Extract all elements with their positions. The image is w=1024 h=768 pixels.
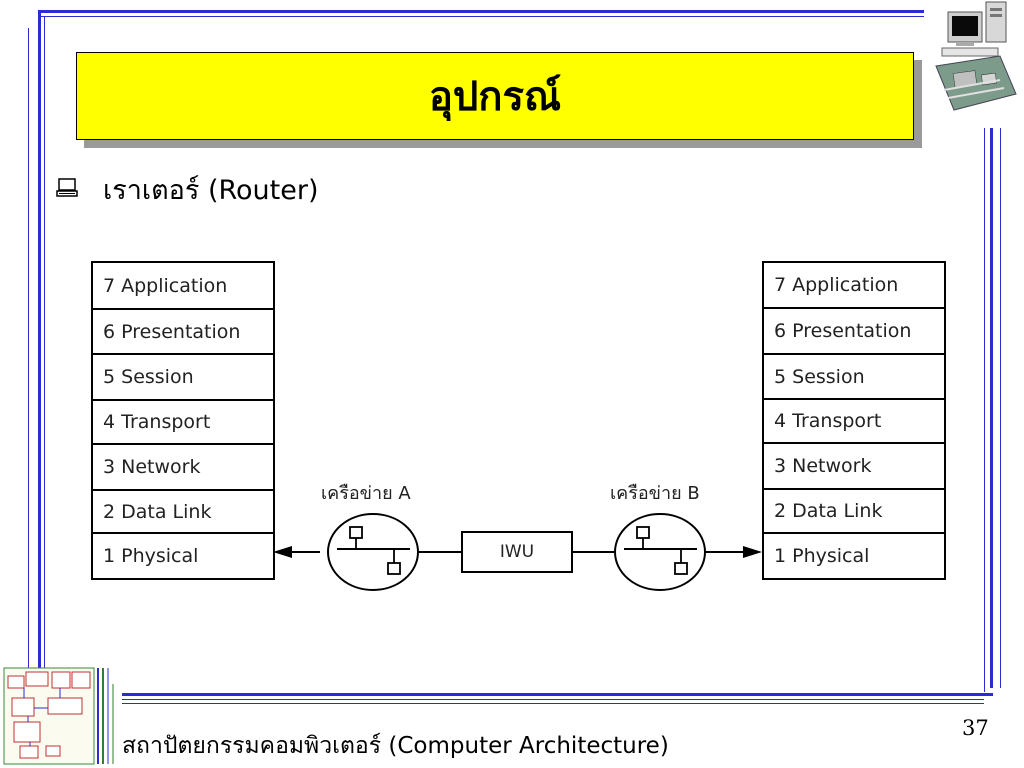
left-layer-3: 3 Network [93, 445, 273, 491]
left-layer-7: 7 Application [93, 263, 273, 310]
right-frame-line [990, 128, 993, 688]
left-frame-line-inner [44, 16, 45, 670]
bullet-router: เราเตอร์ (Router) [103, 175, 319, 206]
right-arrow-head [743, 546, 762, 558]
page-title: อุปกรณ์ [428, 74, 562, 120]
network-a-label: เครือข่าย A [321, 483, 411, 504]
left-frame-line [38, 10, 41, 670]
left-layer-1: 1 Physical [93, 534, 273, 580]
network-b-icon [614, 513, 706, 591]
bottom-frame-line-inner [122, 699, 984, 700]
right-layer-6: 6 Presentation [764, 309, 944, 355]
bottom-frame-line-low [122, 703, 984, 704]
right-layer-3: 3 Network [764, 444, 944, 490]
top-frame-line-inner [38, 16, 924, 17]
left-layer-6: 6 Presentation [93, 310, 273, 355]
network-b-label: เครือข่าย B [610, 483, 700, 504]
bottom-frame-line [122, 693, 993, 696]
left-arrow-head [273, 546, 292, 558]
right-layer-4: 4 Transport [764, 400, 944, 444]
iwu-box: IWU [461, 531, 573, 573]
page-number: 37 [962, 716, 989, 740]
footer-course-title: สถาปัตยกรรมคอมพิวเตอร์ (Computer Archite… [122, 733, 669, 759]
laptop-icon [56, 178, 78, 197]
left-layer-5: 5 Session [93, 355, 273, 401]
architecture-diagram-icon [3, 667, 114, 765]
right-frame-line-outer [1000, 128, 1001, 688]
left-layer-2: 2 Data Link [93, 491, 273, 534]
right-frame-line-inner [984, 128, 985, 692]
computer-icon [935, 1, 1017, 111]
left-frame-line-outer [28, 28, 29, 670]
right-layer-7: 7 Application [764, 263, 944, 309]
network-a-icon [327, 513, 419, 591]
right-layer-5: 5 Session [764, 355, 944, 400]
left-layer-4: 4 Transport [93, 401, 273, 445]
right-layer-2: 2 Data Link [764, 490, 944, 534]
title-box: อุปกรณ์ [76, 52, 914, 140]
right-layer-1: 1 Physical [764, 534, 944, 580]
top-frame-line [38, 10, 924, 13]
